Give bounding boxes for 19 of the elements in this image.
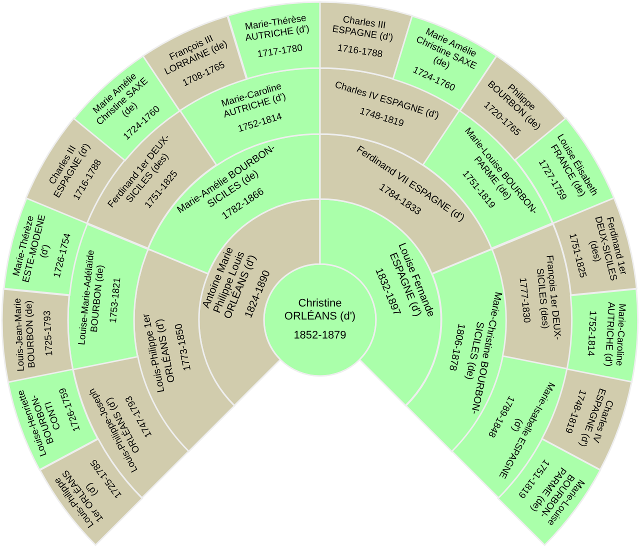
life-dates: 1717-1780 <box>256 42 304 62</box>
person-name: Louise-Marie-Adélaïde BOURBON (de) <box>76 248 108 348</box>
person-name: Christine ORLÉANS (d') <box>283 298 357 323</box>
fan-segment <box>567 288 638 382</box>
fan-segment <box>2 288 73 382</box>
person-name: Charles III ESPAGNE (d') <box>330 13 395 44</box>
life-dates: 1753-1821 <box>106 276 124 325</box>
life-dates: 1773-1850 <box>174 322 195 372</box>
person-name: Marie-Caroline AUTRICHE (d') <box>601 300 626 369</box>
life-dates: 1752-1814 <box>584 309 598 358</box>
life-dates: 1777-1830 <box>516 276 534 325</box>
life-dates: 1725-1793 <box>42 309 56 358</box>
life-dates: 1852-1879 <box>292 330 348 342</box>
person-name: Marie-Thérèse AUTRICHE (d') <box>244 12 312 44</box>
person-name: François 1er DEUX-SICILES (des) <box>532 253 564 342</box>
life-dates: 1716-1788 <box>336 42 384 62</box>
person-name: Louis-Jean-Marie BOURBON (de) <box>14 296 40 373</box>
fan-segment <box>228 2 320 79</box>
life-dates: 1806-1878 <box>445 322 466 372</box>
